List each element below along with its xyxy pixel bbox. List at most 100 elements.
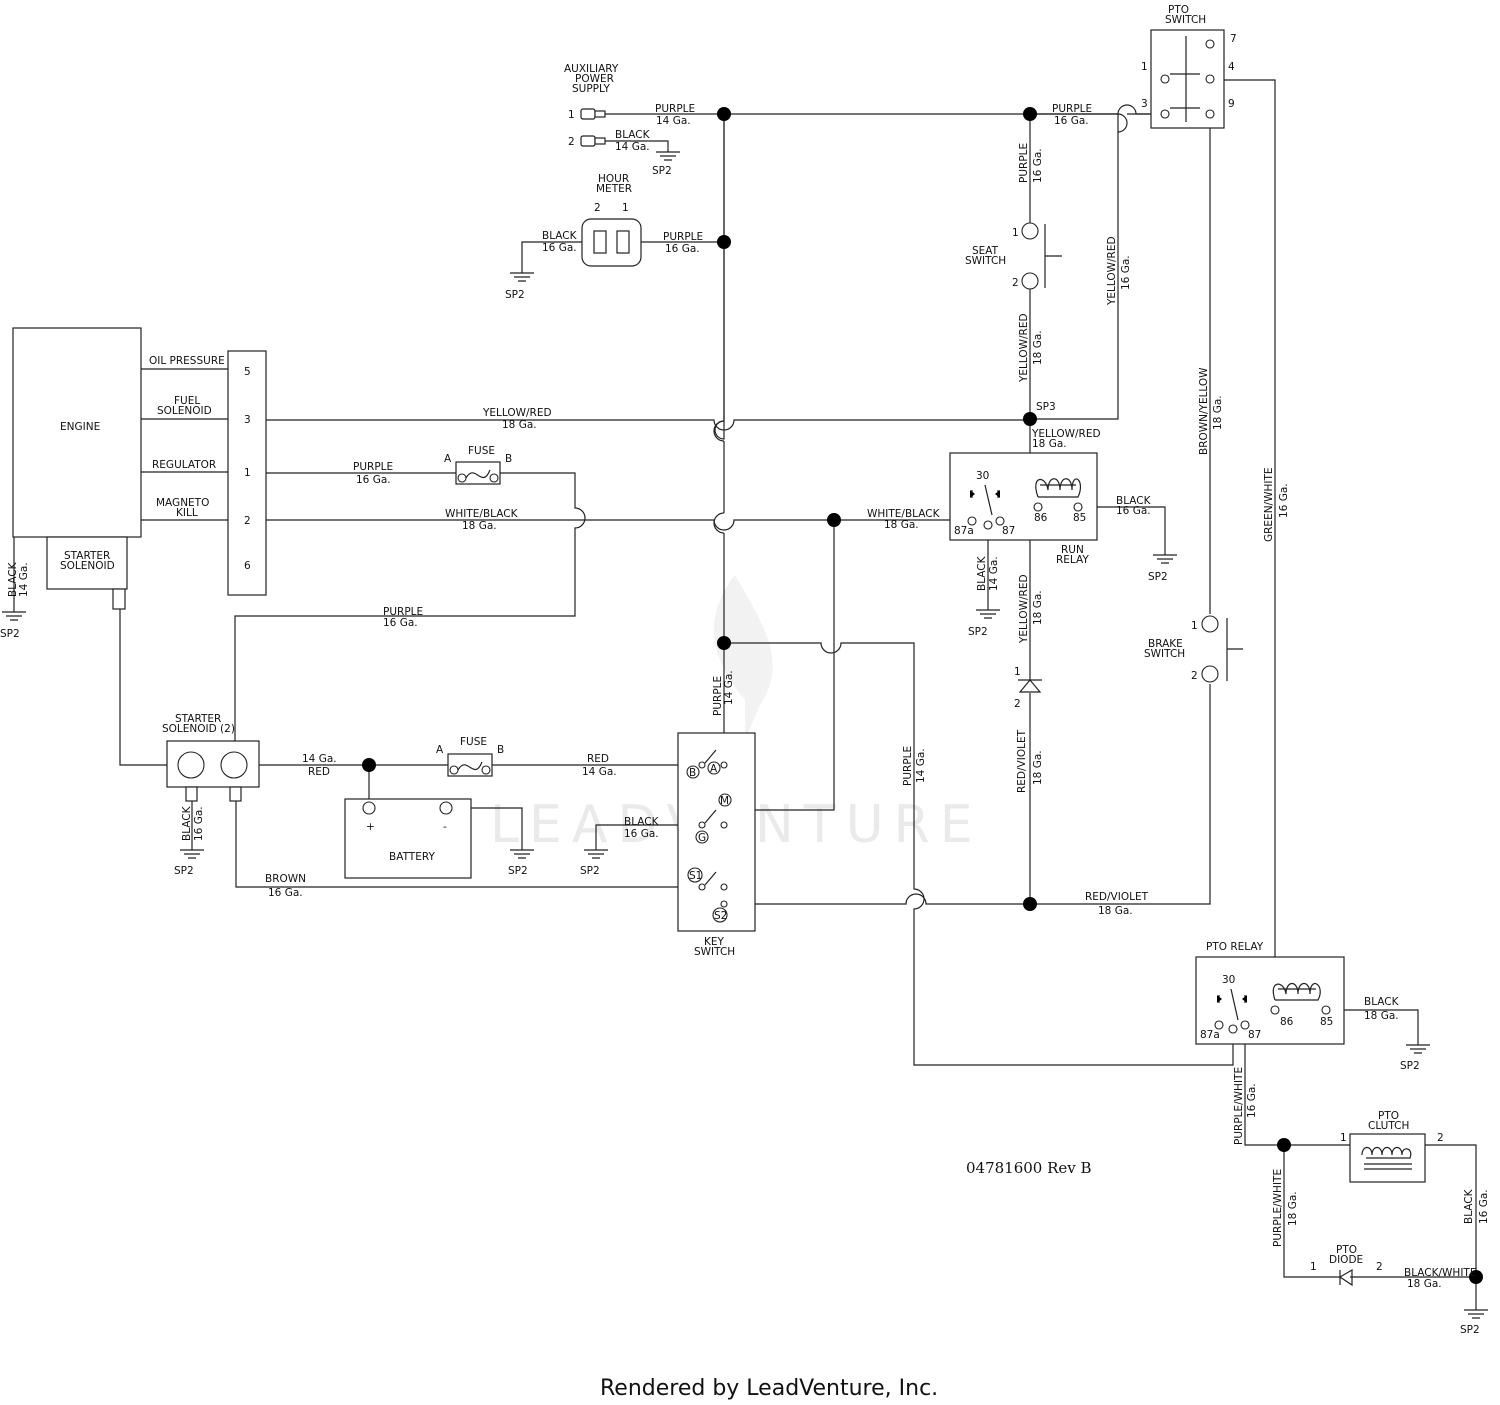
battery-title: BATTERY (389, 851, 435, 863)
wire-label: 14 Ga. (915, 748, 927, 783)
wire-label: 14 Ga. (723, 670, 735, 705)
fuse-bottom: FUSE A B (436, 736, 504, 777)
run-relay: 30 87a 87 86 85 RUN RELAY (949, 452, 1098, 566)
engine-title: ENGINE (60, 421, 100, 433)
pto-switch-title: PTO (1168, 4, 1189, 16)
splice-sp3: SP3 (1036, 401, 1056, 413)
wire-label: PURPLE/WHITE (1272, 1169, 1284, 1247)
wire-label: RED/VIOLET (1016, 729, 1028, 793)
wire-label: 16 Ga. (1278, 483, 1290, 518)
fuse-pin: B (505, 453, 512, 465)
key-switch-pin: B (689, 767, 696, 779)
run-relay-pin: 87 (1002, 525, 1015, 537)
pto-diode-pin: 2 (1376, 1261, 1383, 1273)
engine-pin: 2 (244, 515, 251, 527)
connector-icon (580, 135, 596, 147)
diode: 1 2 (1014, 666, 1042, 710)
brake-switch-title: BRAKE (1148, 638, 1183, 650)
pto-clutch-title: CLUTCH (1368, 1120, 1409, 1132)
wire-label: BLACK (181, 805, 193, 841)
wire-labels: PURPLE 14 Ga. BLACK 14 Ga. BLACK 16 Ga. … (7, 103, 1490, 1290)
pto-clutch: PTO CLUTCH 1 2 (1340, 1110, 1444, 1183)
wire-label: YELLOW/RED (1018, 574, 1030, 644)
wire-label: 16 Ga. (268, 887, 303, 899)
wire-label: GREEN/WHITE (1263, 467, 1275, 542)
aux-title: SUPPLY (572, 83, 610, 95)
key-switch-pin: S2 (714, 910, 727, 922)
seat-switch-pin: 1 (1012, 227, 1019, 239)
engine: ENGINE STARTER SOLENOID OIL PRESSURE FUE… (12, 327, 267, 610)
engine-connector (227, 350, 267, 596)
wire-label: 16 Ga. (383, 617, 418, 629)
hour-meter: HOUR METER 2 1 (581, 173, 642, 267)
fuel-solenoid-label: FUEL (174, 395, 200, 407)
ground-label: SP2 (508, 865, 528, 877)
ground-label: SP2 (580, 865, 600, 877)
ground-label: SP2 (968, 626, 988, 638)
wire-label: 18 Ga. (1287, 1191, 1299, 1226)
regulator-label: REGULATOR (152, 459, 216, 471)
wire-label: 18 Ga. (1407, 1278, 1442, 1290)
wire-label: 16 Ga. (1478, 1189, 1490, 1224)
wire-label: BLACK/WHITE (1404, 1267, 1476, 1279)
pto-switch-pin: 3 (1141, 98, 1148, 110)
aux-pin: 2 (568, 136, 575, 148)
ground-label: SP2 (1400, 1060, 1420, 1072)
wire-label: RED/VIOLET (1085, 891, 1149, 903)
pto-relay-pin: 87a (1200, 1029, 1220, 1041)
key-switch-pin: G (698, 832, 706, 844)
key-switch-pin: M (720, 795, 729, 807)
oil-pressure-label: OIL PRESSURE (149, 355, 225, 367)
hour-meter-title: HOUR (598, 173, 629, 185)
pto-diode: PTO DIODE 1 2 (1310, 1244, 1383, 1287)
pto-switch-pin: 9 (1228, 98, 1235, 110)
pto-switch-pin: 1 (1141, 61, 1148, 73)
fuse-pin: B (497, 744, 504, 756)
battery: + - BATTERY (344, 798, 472, 879)
key-switch: B A M G S1 S2 KEY SWITCH (677, 732, 756, 958)
revision-number: 04781600 Rev B (966, 1159, 1092, 1177)
magneto-label: KILL (176, 507, 198, 519)
wire-label: 18 Ga. (1212, 395, 1224, 430)
wire-label: 16 Ga. (542, 242, 577, 254)
wire-label: PURPLE (1018, 143, 1030, 183)
starter-solenoid-title: SOLENOID (2) (162, 723, 235, 735)
hour-meter-pin: 1 (622, 202, 629, 214)
key-switch-pin: A (710, 763, 718, 775)
engine-starter-label: STARTER (64, 550, 110, 562)
ground-labels: SP2 SP2 SP2 SP2 SP2 SP2 SP2 SP2 SP2 SP2 (0, 165, 1480, 1336)
wire-label: 14 Ga. (988, 556, 1000, 591)
wire-label: BROWN/YELLOW (1198, 367, 1210, 455)
seat-switch-pin: 2 (1012, 277, 1019, 289)
wire-label: 18 Ga. (1032, 590, 1044, 625)
pto-diode-pin: 1 (1310, 1261, 1317, 1273)
run-relay-pin: 30 (976, 470, 989, 482)
wire-label: PURPLE/WHITE (1233, 1067, 1245, 1145)
wire-label: PURPLE (1052, 103, 1092, 115)
pto-switch-pin: 7 (1230, 33, 1237, 45)
pto-relay-pin: 87 (1248, 1029, 1261, 1041)
wire-label: 18 Ga. (1032, 330, 1044, 365)
run-relay-pin: 87a (954, 525, 974, 537)
pto-relay-pin: 30 (1222, 974, 1235, 986)
wire-label: 18 Ga. (502, 419, 537, 431)
fuse-pin: A (436, 744, 444, 756)
wire-label: 14 Ga. (615, 141, 650, 153)
fuel-solenoid-label: SOLENOID (157, 405, 212, 417)
wire-label: BLACK (542, 230, 578, 242)
pto-switch: PTO SWITCH 7 1 4 3 9 (1141, 4, 1237, 129)
fuse-pin: A (444, 453, 452, 465)
hour-meter-pin: 2 (594, 202, 601, 214)
wire-label: 18 Ga. (884, 519, 919, 531)
diode-pin: 1 (1014, 666, 1021, 678)
brake-switch-pin: 1 (1191, 620, 1198, 632)
seat-switch: 1 2 SEAT SWITCH (965, 222, 1062, 290)
run-relay-title: RUN (1061, 544, 1084, 556)
wire-label: BLACK (1463, 1188, 1475, 1224)
wire-label: 18 Ga. (1364, 1010, 1399, 1022)
key-switch-title: KEY (704, 936, 725, 948)
wire-label: PURPLE (712, 676, 724, 716)
pto-clutch-pin: 1 (1340, 1132, 1347, 1144)
wire-label: BLACK (615, 129, 651, 141)
